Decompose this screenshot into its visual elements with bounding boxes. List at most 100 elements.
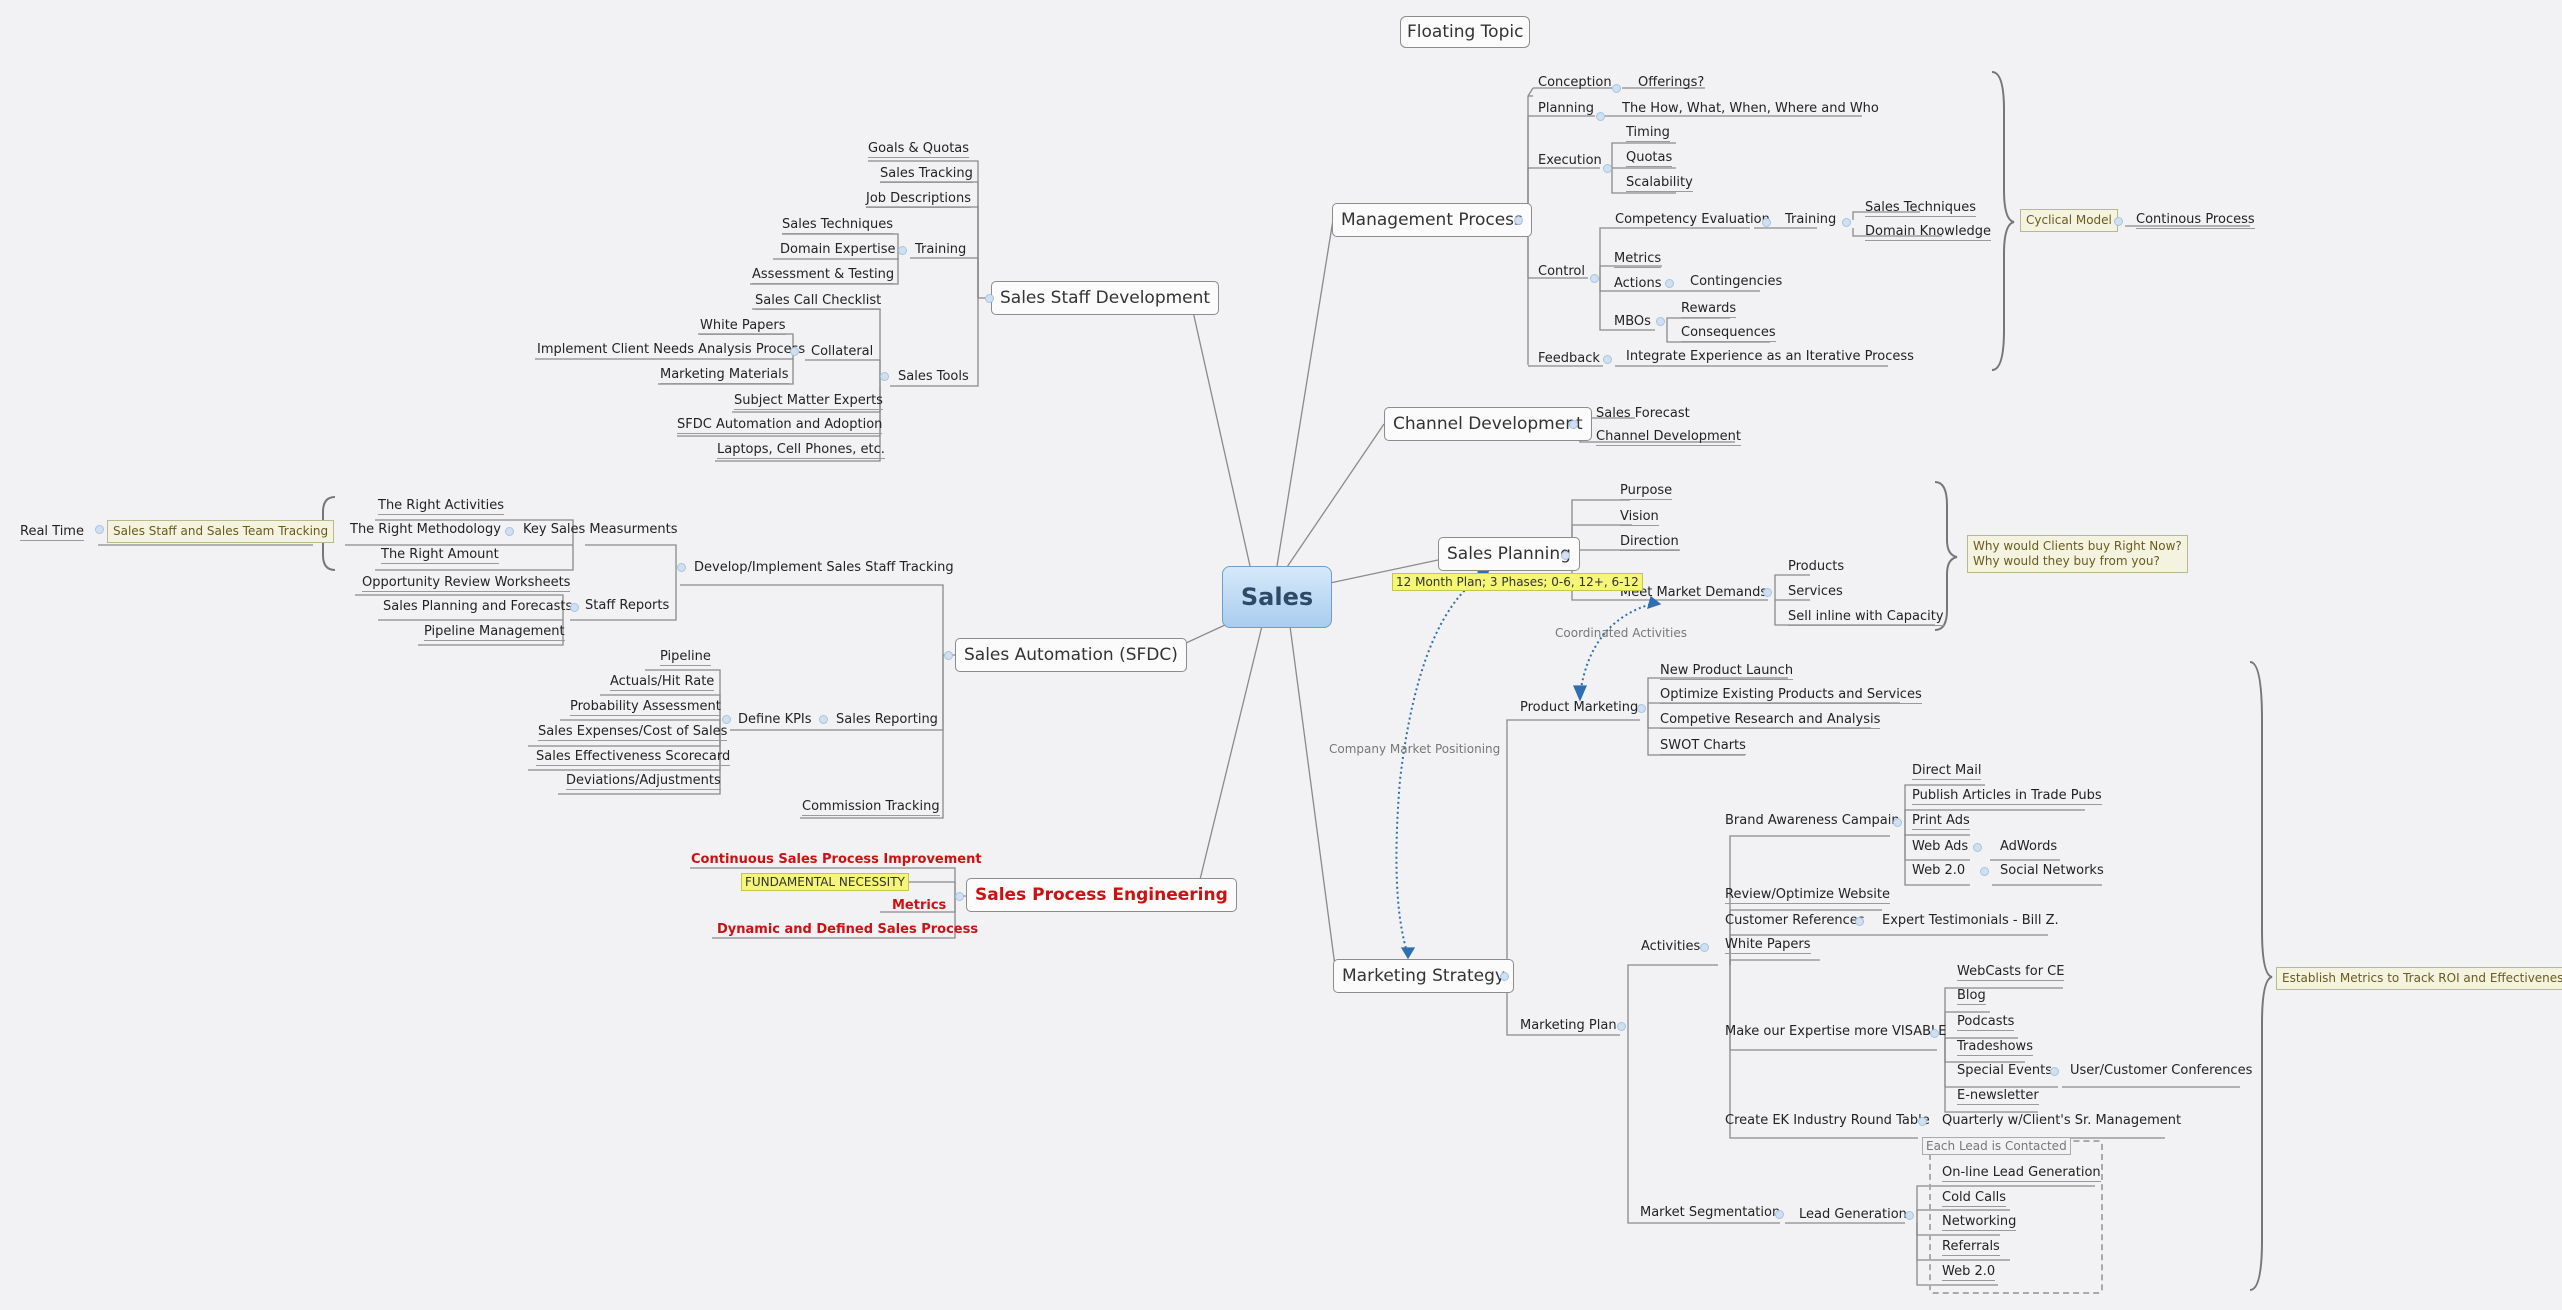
expand-toggle-icon[interactable] [955,892,964,901]
topic-brand-awareness[interactable]: Brand Awareness Campain [1725,813,1900,828]
expand-toggle-icon[interactable] [677,563,686,572]
topic-right-amount[interactable]: The Right Amount [381,547,499,564]
topic-contingencies[interactable]: Contingencies [1690,274,1783,289]
topic-new-product-launch[interactable]: New Product Launch [1660,663,1794,680]
expand-toggle-icon[interactable] [1603,164,1612,173]
summary-cyclical-model[interactable]: Cyclical Model [2020,209,2118,232]
expand-toggle-icon[interactable] [2114,217,2123,226]
topic-channel-development[interactable]: Channel Development [1384,407,1592,441]
topic-networking[interactable]: Networking [1942,1214,2017,1231]
topic-sales-automation[interactable]: Sales Automation (SFDC) [955,638,1187,672]
topic-job-descriptions[interactable]: Job Descriptions [866,191,971,208]
topic-call-checklist[interactable]: Sales Call Checklist [755,293,882,310]
topic-cold-calls[interactable]: Cold Calls [1942,1190,2007,1207]
expand-toggle-icon[interactable] [1700,943,1709,952]
topic-marketing-strategy[interactable]: Marketing Strategy [1333,959,1514,993]
topic-sales-tracking[interactable]: Sales Tracking [880,166,973,183]
topic-real-time[interactable]: Real Time [20,524,84,541]
topic-customer-references[interactable]: Customer References [1725,913,1865,928]
topic-sales-planning[interactable]: Sales Planning [1438,537,1580,571]
topic-podcasts[interactable]: Podcasts [1957,1014,2015,1031]
relationship-company-positioning[interactable]: Company Market Positioning [1329,742,1501,756]
topic-quarterly[interactable]: Quarterly w/Client's Sr. Management [1942,1113,2182,1128]
topic-feedback[interactable]: Feedback [1538,351,1600,366]
expand-toggle-icon[interactable] [1612,84,1621,93]
expand-toggle-icon[interactable] [898,246,907,255]
topic-product-marketing[interactable]: Product Marketing [1520,700,1639,715]
topic-commission-tracking[interactable]: Commission Tracking [802,799,940,816]
topic-expenses[interactable]: Sales Expenses/Cost of Sales [538,724,728,741]
expand-toggle-icon[interactable] [722,715,731,724]
topic-key-measurements[interactable]: Key Sales Measurments [523,522,678,537]
topic-planning[interactable]: Planning [1538,101,1594,116]
expand-toggle-icon[interactable] [1665,279,1674,288]
topic-scalability[interactable]: Scalability [1626,175,1693,192]
topic-training[interactable]: Training [1785,212,1837,227]
topic-webcasts[interactable]: WebCasts for CE [1957,964,2065,981]
topic-quotas[interactable]: Quotas [1626,150,1673,167]
topic-web-ads[interactable]: Web Ads [1912,839,1969,854]
expand-toggle-icon[interactable] [1855,917,1864,926]
relationship-coordinated-activities[interactable]: Coordinated Activities [1555,626,1687,640]
summary-team-tracking[interactable]: Sales Staff and Sales Team Tracking [107,520,335,543]
topic-continous-process[interactable]: Continous Process [2136,212,2255,229]
topic-develop-tracking[interactable]: Develop/Implement Sales Staff Tracking [694,560,954,575]
topic-review-website[interactable]: Review/Optimize Website [1725,887,1891,904]
expand-toggle-icon[interactable] [1775,1210,1784,1219]
expand-toggle-icon[interactable] [1569,420,1578,429]
topic-assessment-testing[interactable]: Assessment & Testing [752,267,895,284]
topic-how-what[interactable]: The How, What, When, Where and Who [1622,101,1879,116]
topic-referrals[interactable]: Referrals [1942,1239,2000,1256]
topic-domain-knowledge[interactable]: Domain Knowledge [1865,224,1992,241]
topic-continuous-improvement[interactable]: Continuous Sales Process Improvement [691,852,982,867]
topic-enewsletter[interactable]: E-newsletter [1957,1088,2039,1105]
topic-user-conferences[interactable]: User/Customer Conferences [2070,1063,2253,1078]
topic-sfdc-automation[interactable]: SFDC Automation and Adoption [677,417,883,434]
topic-vision[interactable]: Vision [1620,509,1659,526]
topic-metrics[interactable]: Metrics [1614,251,1662,268]
topic-mbos[interactable]: MBOs [1614,314,1651,329]
topic-sales-techniques-staff[interactable]: Sales Techniques [782,217,893,234]
topic-products[interactable]: Products [1788,559,1845,574]
topic-sales-forecast[interactable]: Sales Forecast [1596,406,1690,421]
topic-online-lead[interactable]: On-line Lead Generation [1942,1165,2101,1182]
topic-actions[interactable]: Actions [1614,276,1662,291]
topic-execution[interactable]: Execution [1538,153,1602,168]
topic-services[interactable]: Services [1788,584,1843,599]
expand-toggle-icon[interactable] [819,715,828,724]
topic-white-papers-staff[interactable]: White Papers [700,318,786,335]
topic-define-kpis[interactable]: Define KPIs [738,712,812,727]
expand-toggle-icon[interactable] [1514,216,1523,225]
topic-round-table[interactable]: Create EK Industry Round Table [1725,1113,1930,1128]
topic-sales-reporting[interactable]: Sales Reporting [836,712,938,727]
topic-planning-forecasts[interactable]: Sales Planning and Forecasts [383,599,573,614]
expand-toggle-icon[interactable] [1603,355,1612,364]
topic-collateral[interactable]: Collateral [811,344,874,359]
topic-rewards[interactable]: Rewards [1681,301,1737,318]
expand-toggle-icon[interactable] [985,294,994,303]
floating-topic[interactable]: Floating Topic [1400,16,1531,48]
topic-integrate[interactable]: Integrate Experience as an Iterative Pro… [1626,349,1914,364]
topic-pipeline[interactable]: Pipeline [660,649,711,666]
expand-toggle-icon[interactable] [1842,218,1851,227]
expand-toggle-icon[interactable] [505,527,514,536]
topic-social-networks[interactable]: Social Networks [2000,863,2104,878]
central-topic[interactable]: Sales [1222,566,1332,628]
expand-toggle-icon[interactable] [1656,317,1665,326]
topic-lead-generation[interactable]: Lead Generation [1799,1207,1907,1222]
expand-toggle-icon[interactable] [1762,218,1771,227]
boundary-label-each-lead[interactable]: Each Lead is Contacted [1922,1137,2071,1155]
topic-channel-development-sub[interactable]: Channel Development [1596,429,1742,446]
topic-sales-process-engineering[interactable]: Sales Process Engineering [966,878,1237,912]
expand-toggle-icon[interactable] [1500,972,1509,981]
topic-competency-evaluation[interactable]: Competency Evaluation [1615,212,1770,227]
topic-marketing-plan[interactable]: Marketing Plan [1520,1018,1617,1033]
topic-sales-techniques[interactable]: Sales Techniques [1865,200,1976,217]
topic-probability[interactable]: Probability Assessment [570,699,721,716]
topic-white-papers-mkt[interactable]: White Papers [1725,937,1811,954]
topic-sell-inline[interactable]: Sell inline with Capacity [1788,609,1944,626]
topic-offerings[interactable]: Offerings? [1638,75,1705,90]
topic-sales-staff-development[interactable]: Sales Staff Development [991,281,1220,315]
topic-goals-quotas[interactable]: Goals & Quotas [868,141,970,158]
topic-client-needs[interactable]: Implement Client Needs Analysis Process [537,342,806,357]
